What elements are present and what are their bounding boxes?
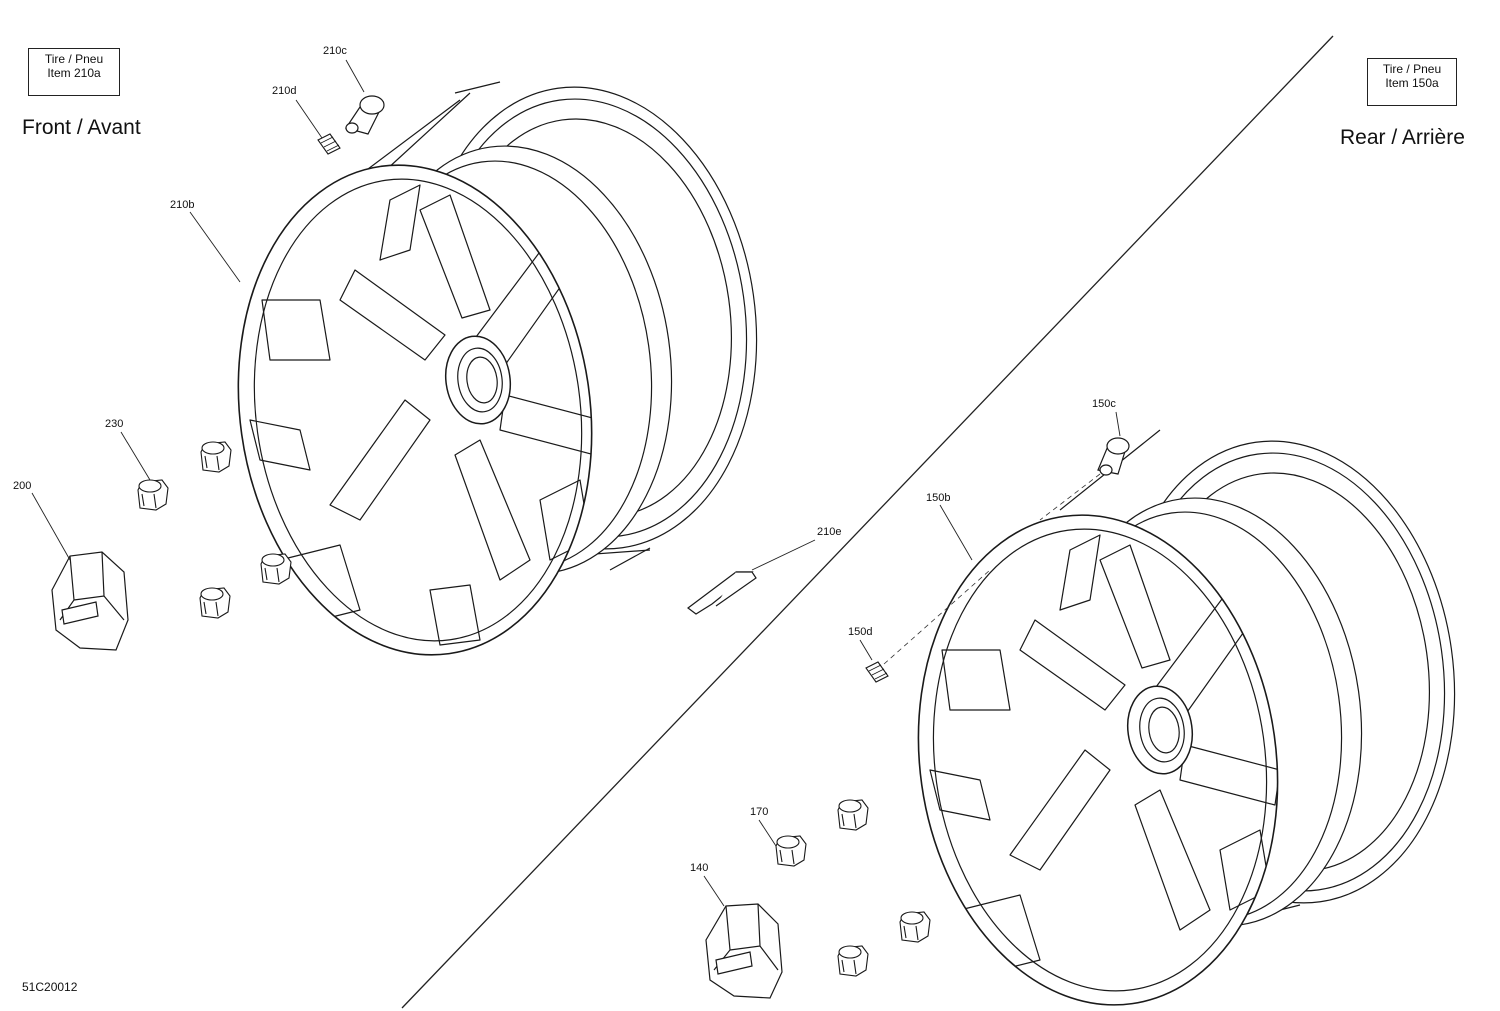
callout-rear-hub-cap: 140 xyxy=(690,862,709,874)
callout-rear-valve-cap: 150d xyxy=(848,626,873,638)
callout-front-valve-stem: 210c xyxy=(323,45,347,57)
front-tire-note: Tire / Pneu Item 210a xyxy=(28,48,120,96)
front-section-title: Front / Avant xyxy=(22,116,141,139)
rear-valve-stem xyxy=(1097,437,1130,476)
callout-rear-valve-stem: 150c xyxy=(1092,398,1116,410)
rear-rim-face xyxy=(917,514,1281,1006)
rear-tire-note: Tire / Pneu Item 150a xyxy=(1367,58,1457,106)
rear-section-title: Rear / Arrière xyxy=(1340,126,1465,149)
rear-leader-lines xyxy=(703,411,1121,907)
callout-rear-lug-nut: 170 xyxy=(750,806,769,818)
drawing-id: 51C20012 xyxy=(22,980,78,994)
rear-hub-cap xyxy=(705,903,783,999)
front-valve-cap xyxy=(317,133,341,155)
front-balance-weight xyxy=(687,571,757,615)
front-lug-nuts xyxy=(137,441,292,619)
front-leader-lines xyxy=(31,59,816,571)
rear-tire-note-line2: Item 150a xyxy=(1385,76,1439,90)
rear-lug-nuts xyxy=(775,799,931,977)
callout-front-hub-cap: 200 xyxy=(13,480,32,492)
section-divider xyxy=(401,35,1334,1009)
callout-front-valve-cap: 210d xyxy=(272,85,297,97)
callout-rear-rim: 150b xyxy=(926,492,951,504)
front-tire-note-line2: Item 210a xyxy=(47,66,101,80)
rear-valve-cap xyxy=(865,661,889,683)
rear-wheel-assembly xyxy=(917,429,1456,1006)
rear-tire-note-line1: Tire / Pneu xyxy=(1382,62,1442,76)
front-hub-cap xyxy=(51,551,129,651)
rear-assembly-dash-lines xyxy=(883,473,1101,665)
front-valve-stem xyxy=(345,95,385,135)
front-wheel-assembly xyxy=(237,81,758,656)
front-tire-note-line1: Tire / Pneu xyxy=(44,52,104,66)
callout-front-rim: 210b xyxy=(170,199,195,211)
callout-front-balance-weight: 210e xyxy=(817,526,842,538)
front-rim-face xyxy=(237,164,601,656)
callout-front-lug-nut: 230 xyxy=(105,418,124,430)
